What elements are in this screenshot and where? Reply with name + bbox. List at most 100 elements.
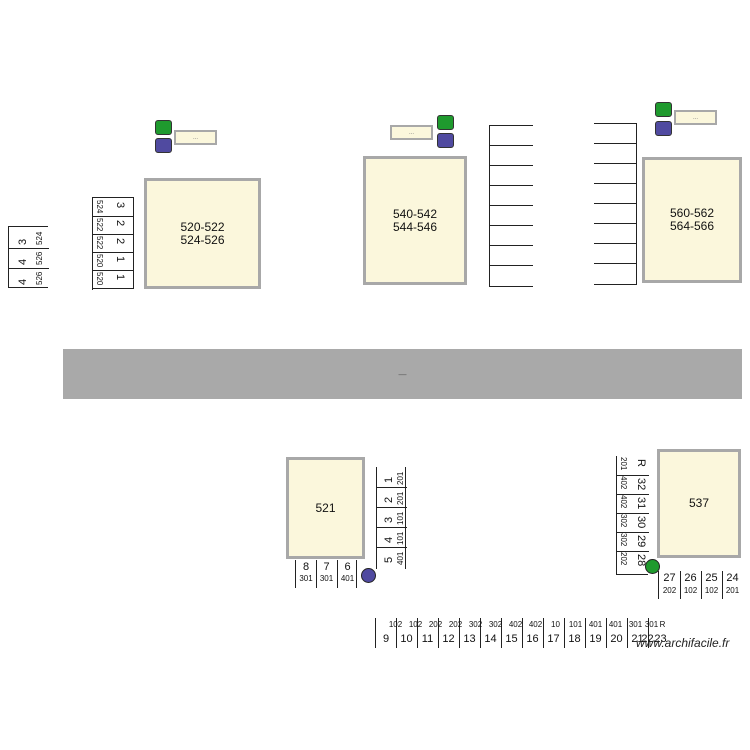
storage-sub: 302 (619, 533, 628, 547)
parking-spaces-540 (489, 125, 533, 287)
storage-sub: 102 (388, 620, 403, 629)
storage-number: 32 (635, 478, 647, 491)
building-label-line: 560-562 (669, 206, 715, 220)
storage-block-left: 3 4 4 524 526 526 (8, 226, 49, 288)
storage-sub: 201 (725, 586, 740, 595)
storage-sub: 524 (35, 231, 44, 245)
storage-number: 1 (114, 256, 126, 263)
parking-spaces-560 (594, 123, 637, 285)
purple-marker-icon (361, 568, 376, 583)
storage-number: 19 (589, 633, 602, 645)
storage-number: 7 (323, 561, 330, 573)
storage-sub: 302 (619, 514, 628, 528)
storage-number: 20 (610, 633, 623, 645)
green-bin-icon (655, 102, 672, 117)
storage-number: 5 (383, 556, 395, 563)
storage-row-537: 27 26 25 24 202 102 102 201 (658, 571, 742, 599)
storage-number: 2 (114, 220, 126, 227)
road-label: — (398, 369, 407, 379)
storage-number: 25 (705, 572, 718, 584)
watermark: www.archifacile.fr (636, 636, 730, 650)
storage-number: 11 (421, 633, 434, 645)
storage-row-521: 8 7 6 301 301 401 (295, 560, 357, 588)
storage-number: R (635, 459, 647, 467)
storage-number: 29 (635, 535, 647, 548)
storage-number: 16 (526, 633, 539, 645)
storage-sub: 402 (619, 495, 628, 509)
storage-sub: 526 (35, 271, 44, 285)
green-marker-icon (645, 559, 660, 574)
storage-sub: 101 (396, 531, 405, 545)
storage-number: 26 (684, 572, 697, 584)
storage-number: 1 (383, 476, 395, 483)
storage-number: 4 (17, 278, 29, 285)
storage-sub: 201 (396, 491, 405, 505)
storage-sub: 520 (95, 272, 104, 286)
storage-sub: 301 (644, 620, 659, 629)
storage-stack-537: R 32 31 30 29 28 201 402 402 302 302 202 (616, 456, 649, 575)
storage-sub: 301 (628, 620, 643, 629)
building-label-line: 564-566 (669, 219, 715, 233)
green-bin-icon (155, 120, 172, 135)
storage-sub: 102 (408, 620, 423, 629)
storage-number: 24 (726, 572, 739, 584)
storage-sub: 526 (35, 251, 44, 265)
storage-number: 18 (568, 633, 581, 645)
building-537: 537 (657, 449, 741, 558)
building-521: 521 (286, 457, 365, 559)
purple-bin-icon (437, 133, 454, 148)
storage-sub: 520 (95, 254, 104, 268)
building-label-line: 537 (688, 496, 710, 510)
building-label-line: 521 (315, 500, 336, 515)
purple-bin-icon (155, 138, 172, 153)
storage-number: 12 (442, 633, 455, 645)
storage-sub: 402 (508, 620, 523, 629)
storage-number: 21 (631, 633, 644, 645)
storage-number: 3 (383, 516, 395, 523)
storage-sub: 301 (299, 574, 313, 583)
storage-number: 31 (635, 497, 647, 510)
storage-number: 2 (114, 238, 126, 245)
storage-sub: 101 (396, 511, 405, 525)
storage-sub: R (659, 620, 666, 629)
storage-number: 14 (484, 633, 497, 645)
road: — (63, 349, 742, 399)
storage-number: 23 (654, 633, 667, 645)
storage-number: 8 (302, 561, 310, 573)
storage-sub: 202 (662, 586, 677, 595)
storage-number: 30 (635, 516, 647, 529)
storage-number: 4 (17, 258, 29, 265)
building-label-line: 524-526 (180, 232, 225, 247)
building-560-566: 560-562 564-566 (642, 157, 742, 283)
storage-sub: 402 (619, 476, 628, 490)
storage-number: 6 (344, 561, 351, 573)
bin-tag: ... (174, 130, 217, 145)
storage-number: 9 (382, 633, 390, 645)
building-540-546: 540-542 544-546 (363, 156, 467, 285)
storage-number: 2 (383, 496, 395, 503)
storage-sub: 401 (396, 551, 405, 565)
storage-sub: 201 (396, 471, 405, 485)
purple-bin-icon (655, 121, 672, 136)
storage-sub: 202 (448, 620, 463, 629)
storage-number: 4 (383, 536, 395, 543)
storage-sub: 201 (619, 457, 628, 471)
building-label-line: 520-522 (180, 219, 225, 234)
storage-stack-520: 3 2 2 1 1 524 522 522 520 520 (92, 197, 134, 290)
building-520-526: 520-522 524-526 (144, 178, 261, 289)
storage-stack-521: 1 2 3 4 5 201 201 101 101 401 (376, 467, 407, 569)
storage-number: 13 (463, 633, 476, 645)
green-bin-icon (437, 115, 454, 130)
storage-sub: 401 (608, 620, 623, 629)
storage-number: 10 (400, 633, 413, 645)
storage-sub: 102 (683, 586, 698, 595)
storage-number: 3 (114, 202, 126, 209)
bin-tag: ... (674, 110, 717, 125)
storage-sub: 102 (704, 586, 719, 595)
storage-number: 22 (641, 633, 654, 645)
storage-number: 27 (663, 572, 676, 584)
bin-tag: ... (390, 125, 433, 140)
storage-number: 15 (505, 633, 518, 645)
storage-sub: 401 (588, 620, 603, 629)
storage-sub: 522 (95, 218, 104, 232)
